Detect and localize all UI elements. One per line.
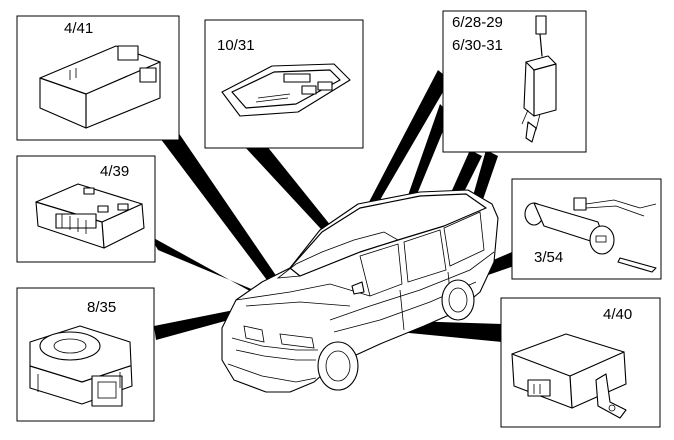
component-box-8-35: 8/35 bbox=[16, 287, 155, 422]
car-illustration bbox=[221, 189, 499, 393]
control-module-illustration bbox=[39, 45, 161, 129]
pointer-8-35 bbox=[154, 310, 236, 340]
component-label: 6/28-29 bbox=[452, 14, 503, 31]
component-box-4-41: 4/41 bbox=[16, 15, 180, 141]
component-box-4-39: 4/39 bbox=[16, 155, 156, 263]
lock-motor-illustration bbox=[521, 15, 557, 143]
component-label: 8/35 bbox=[87, 299, 116, 316]
component-label: 4/41 bbox=[64, 20, 93, 37]
component-box-10-31: 10/31 bbox=[204, 19, 364, 149]
control-module-illustration bbox=[35, 183, 145, 249]
component-label: 4/40 bbox=[603, 306, 632, 323]
interior-lamp-illustration bbox=[221, 63, 351, 117]
component-label: 6/30-31 bbox=[452, 37, 503, 54]
component-box-3-54: 3/54 bbox=[511, 178, 662, 280]
component-label: 10/31 bbox=[217, 37, 255, 54]
siren-illustration bbox=[29, 325, 133, 407]
component-label: 3/54 bbox=[534, 249, 563, 266]
component-label: 4/39 bbox=[100, 163, 129, 180]
control-module-illustration bbox=[511, 333, 627, 419]
ignition-switch-illustration bbox=[524, 197, 657, 273]
pointer-4-41 bbox=[160, 132, 290, 300]
component-box-6-28: 6/28-29 6/30-31 bbox=[442, 10, 587, 153]
component-box-4-40: 4/40 bbox=[500, 297, 661, 428]
